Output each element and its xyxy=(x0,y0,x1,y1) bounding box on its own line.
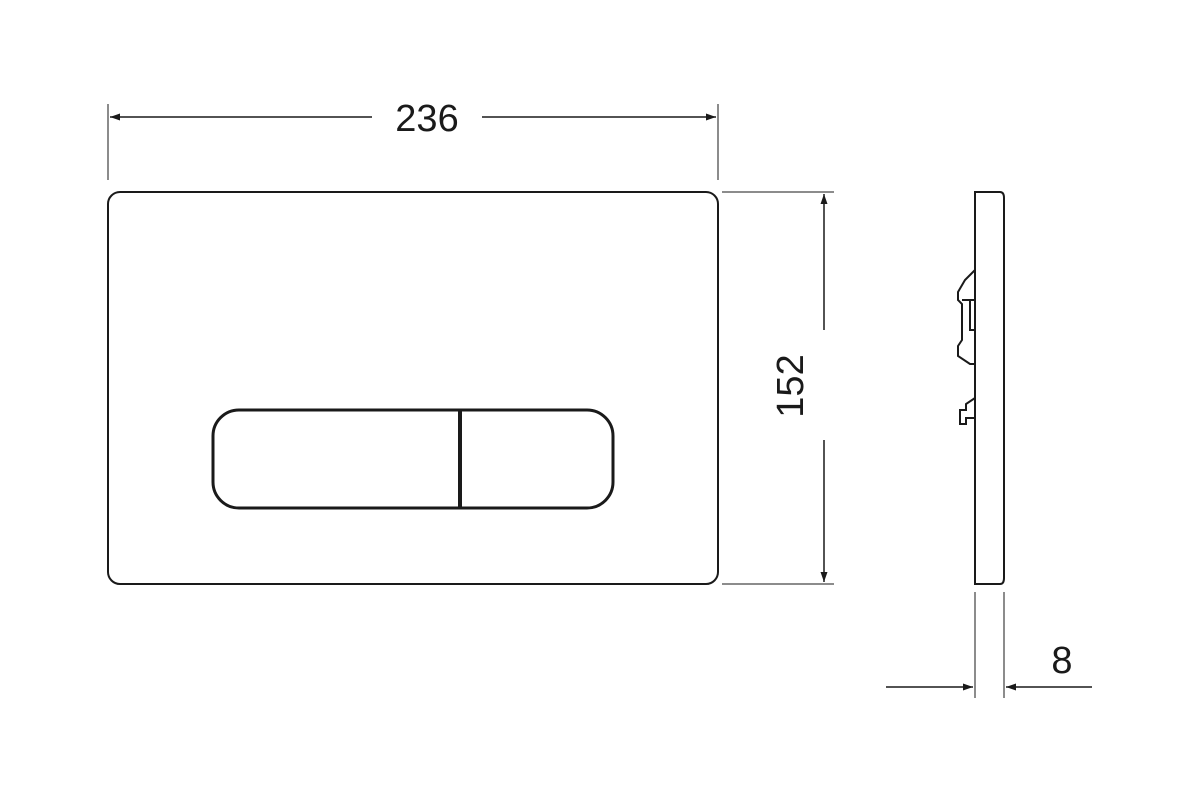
width-dimension-label: 236 xyxy=(395,98,458,140)
flush-plate-outline xyxy=(107,191,719,585)
front-view xyxy=(107,191,719,585)
mounting-clip-lower xyxy=(959,397,976,425)
width-dimension: 236 xyxy=(107,98,719,180)
thickness-dimension: 8 xyxy=(886,592,1092,698)
height-dimension: 152 xyxy=(722,191,834,585)
height-dimension-label: 152 xyxy=(770,354,812,417)
thickness-dimension-label: 8 xyxy=(1051,640,1072,682)
dual-flush-button-outline xyxy=(211,408,615,510)
mounting-clip-upper xyxy=(957,269,976,365)
plate-side-profile xyxy=(974,191,1005,585)
side-view xyxy=(957,191,1005,585)
